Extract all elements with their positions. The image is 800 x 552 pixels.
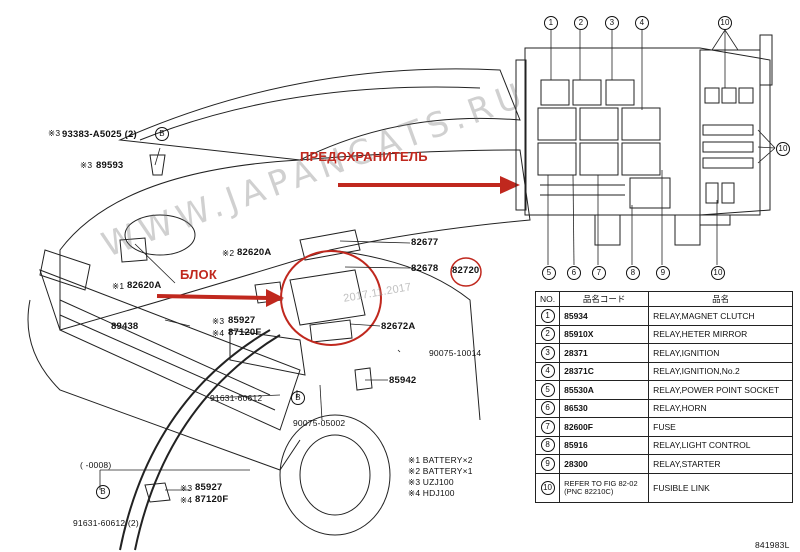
- row-number: 10: [534, 472, 561, 503]
- note-mark-4a: ※4: [212, 328, 225, 338]
- row-number: 4: [534, 361, 561, 381]
- part-82672a: 82672A: [381, 321, 416, 332]
- row-name: RELAY,LIGHT CONTROL: [648, 435, 794, 455]
- row-number: 8: [534, 435, 561, 455]
- row-code: REFER TO FIG 82-02 (PNC 82210C): [559, 472, 650, 503]
- part-87120f-b: 87120F: [195, 494, 229, 505]
- row-code: 28371C: [559, 361, 650, 381]
- note-mark-4b: ※4: [180, 495, 193, 505]
- row-number: 6: [534, 398, 561, 418]
- part-91631-60612: 91631-60612: [210, 393, 263, 403]
- part-82620a-left: 82620A: [127, 280, 162, 291]
- part-90075-10014: 90075-10014: [429, 348, 482, 358]
- note-mark-2: ※2: [222, 248, 235, 258]
- row-name: RELAY,MAGNET CLUTCH: [648, 306, 794, 326]
- fuse-ru-label: ПРЕДОХРАНИТЕЛЬ: [300, 149, 428, 164]
- row-number: 9: [534, 454, 561, 474]
- callout-top-2: 2: [574, 16, 588, 30]
- row-name: RELAY,STARTER: [648, 454, 794, 474]
- part-82678: 82678: [411, 263, 439, 274]
- b-circle: B: [155, 127, 169, 141]
- row-name: FUSIBLE LINK: [648, 472, 794, 503]
- mark-b-1: B: [155, 127, 169, 141]
- row-name: RELAY,HETER MIRROR: [648, 324, 794, 344]
- row-code: 28371: [559, 343, 650, 363]
- mark-b-2: B: [291, 391, 305, 405]
- part-91631-60612-2: 91631-60612 (2): [73, 518, 139, 528]
- note-1: ※1 BATTERY×2: [408, 455, 473, 465]
- block-ru-label: БЛОК: [180, 267, 217, 282]
- note-mark-1: ※1: [112, 281, 125, 291]
- b-circle: B: [291, 391, 305, 405]
- row-name: RELAY,IGNITION: [648, 343, 794, 363]
- col-no: NO.: [534, 291, 561, 307]
- note-mark-3b: ※3: [80, 160, 93, 170]
- part-89438: 89438: [111, 321, 139, 332]
- part-82620a-mid: 82620A: [237, 247, 272, 258]
- row-code: 85530A: [559, 380, 650, 400]
- part-85927-a: 85927: [228, 315, 256, 326]
- note-2: ※2 BATTERY×1: [408, 466, 473, 476]
- note-mark-3c: ※3: [212, 316, 225, 326]
- note-mark-3: ※3: [48, 128, 61, 138]
- part-93383: 93383-A5025 (2): [62, 129, 137, 140]
- part-82720: 82720: [452, 265, 480, 276]
- callout-bottom-6: 6: [567, 266, 581, 280]
- row-code: 28300: [559, 454, 650, 474]
- row-name: RELAY,HORN: [648, 398, 794, 418]
- note-3: ※3 UZJ100: [408, 477, 454, 487]
- note-mark-3d: ※3: [180, 483, 193, 493]
- row-name: RELAY,POWER POINT SOCKET: [648, 380, 794, 400]
- part-87120f-a: 87120F: [228, 327, 262, 338]
- callout-top-10: 10: [718, 16, 732, 30]
- callout-bottom-5: 5: [542, 266, 556, 280]
- callout-bottom-8: 8: [626, 266, 640, 280]
- callout-bottom-10: 10: [711, 266, 725, 280]
- col-code: 品名コード: [559, 291, 650, 307]
- row-number: 5: [534, 380, 561, 400]
- row-number: 7: [534, 417, 561, 437]
- table-header-row: NO. 品名コード 品名: [534, 291, 794, 307]
- row-code: 86530: [559, 398, 650, 418]
- row-name: FUSE: [648, 417, 794, 437]
- part-90075-05002: 90075-05002: [293, 418, 346, 428]
- callout-bottom-9: 9: [656, 266, 670, 280]
- col-name: 品名: [648, 291, 794, 307]
- callout-top-1: 1: [544, 16, 558, 30]
- part-85942: 85942: [389, 375, 417, 386]
- part-89593: 89593: [96, 160, 124, 171]
- row-number: 2: [534, 324, 561, 344]
- row-number: 1: [534, 306, 561, 326]
- row-name: RELAY,IGNITION,No.2: [648, 361, 794, 381]
- row-number: 3: [534, 343, 561, 363]
- row-code: 85916: [559, 435, 650, 455]
- part-85927-b: 85927: [195, 482, 223, 493]
- note-4: ※4 HDJ100: [408, 488, 455, 498]
- serial-range: ( -0008): [80, 460, 112, 470]
- callout-bottom-7: 7: [592, 266, 606, 280]
- row-code: 82600F: [559, 417, 650, 437]
- callout-top-3: 3: [605, 16, 619, 30]
- mark-b-3: B: [96, 485, 110, 499]
- row-code: 85934: [559, 306, 650, 326]
- b-circle: B: [96, 485, 110, 499]
- row-code: 85910X: [559, 324, 650, 344]
- callout-top-4: 4: [635, 16, 649, 30]
- figure-code: 841983L: [755, 540, 790, 550]
- part-82677: 82677: [411, 237, 439, 248]
- callout-right-10: 10: [776, 142, 790, 156]
